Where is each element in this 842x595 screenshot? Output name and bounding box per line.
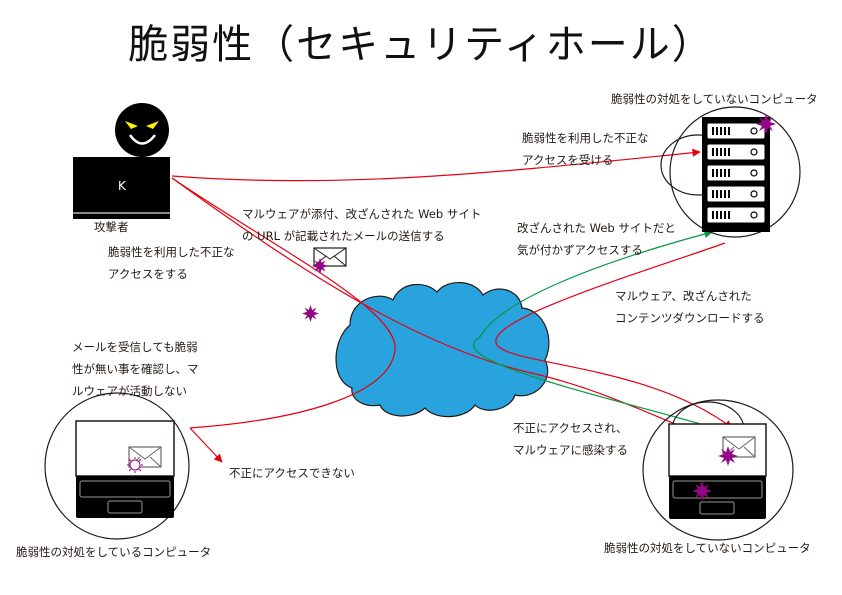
server-caption: 脆弱性の対処をしていないコンピュータ (611, 92, 818, 106)
server-note-line-2: アクセスを受ける (522, 153, 614, 167)
web-note-line-1: 改ざんされた Web サイトだと (517, 221, 676, 235)
attacker-label: 攻撃者 (94, 220, 129, 234)
web-note-line-2: 気が付かずアクセスする (517, 243, 643, 257)
malware-icon-server (756, 114, 776, 134)
attacker-eye-right (146, 121, 159, 129)
attack-line-to-patched-pc (171, 177, 396, 429)
email-note-line-2: の URL が記載されたメールの送信する (242, 229, 445, 243)
attacker-eye-left (125, 121, 138, 129)
vulnerable-computer (642, 399, 794, 541)
patched-note-line-1: メールを受信しても脆弱 (72, 340, 198, 354)
download-line (495, 242, 733, 429)
attacker-laptop (73, 157, 170, 212)
server-computer (660, 106, 801, 238)
attacker-note-line-2: アクセスをする (108, 267, 188, 281)
page-title: 脆弱性（セキュリティホール） (128, 22, 714, 68)
attacker-screen-letter: K (118, 179, 127, 193)
attacker-head (115, 103, 169, 157)
attack-line-to-vulnerable-pc (171, 177, 698, 435)
web-access-line (479, 229, 713, 338)
server-note-line-1: 脆弱性を利用した不正な (522, 131, 649, 145)
email-note-line-1: マルウェアが添付、改ざんされた Web サイト (242, 207, 482, 221)
patched-computer (44, 392, 190, 540)
attack-line-to-server (171, 148, 701, 182)
web-access-line-2 (473, 336, 712, 428)
patched-pc-circle (44, 392, 190, 540)
blocked-access-label: 不正にアクセスできない (229, 466, 355, 480)
vulnerable-note-line-2: マルウェアに感染する (513, 443, 628, 457)
malware-icon-vulnerable-screen (718, 446, 738, 466)
attacker-smile (128, 134, 156, 145)
download-note-line-2: コンテンツダウンロードする (615, 311, 765, 325)
blocked-arrow (189, 427, 223, 463)
patched-note-line-3: ルウェアが活動しない (72, 384, 187, 398)
malware-icon-vulnerable-keyboard (692, 481, 712, 501)
download-note-line-1: マルウェア、改ざんされた (615, 289, 752, 303)
vulnerable-pc-circle (642, 399, 794, 541)
patched-pc-caption: 脆弱性の対処をしているコンピュータ (16, 545, 212, 559)
malware-icon-path (302, 305, 319, 322)
neutralized-malware-icon (127, 457, 143, 473)
internet-cloud (335, 282, 550, 418)
vulnerable-note-line-1: 不正にアクセスされ、 (513, 421, 628, 435)
attacker-note-line-1: 脆弱性を利用した不正な (108, 245, 235, 259)
attacker-figure: K (73, 103, 170, 219)
vulnerable-pc-caption: 脆弱性の対処をしていないコンピュータ (604, 541, 811, 555)
email-icon (313, 247, 347, 267)
server-circle (669, 106, 801, 238)
patched-note-line-2: 性が無い事を確認し、マ (72, 362, 199, 376)
